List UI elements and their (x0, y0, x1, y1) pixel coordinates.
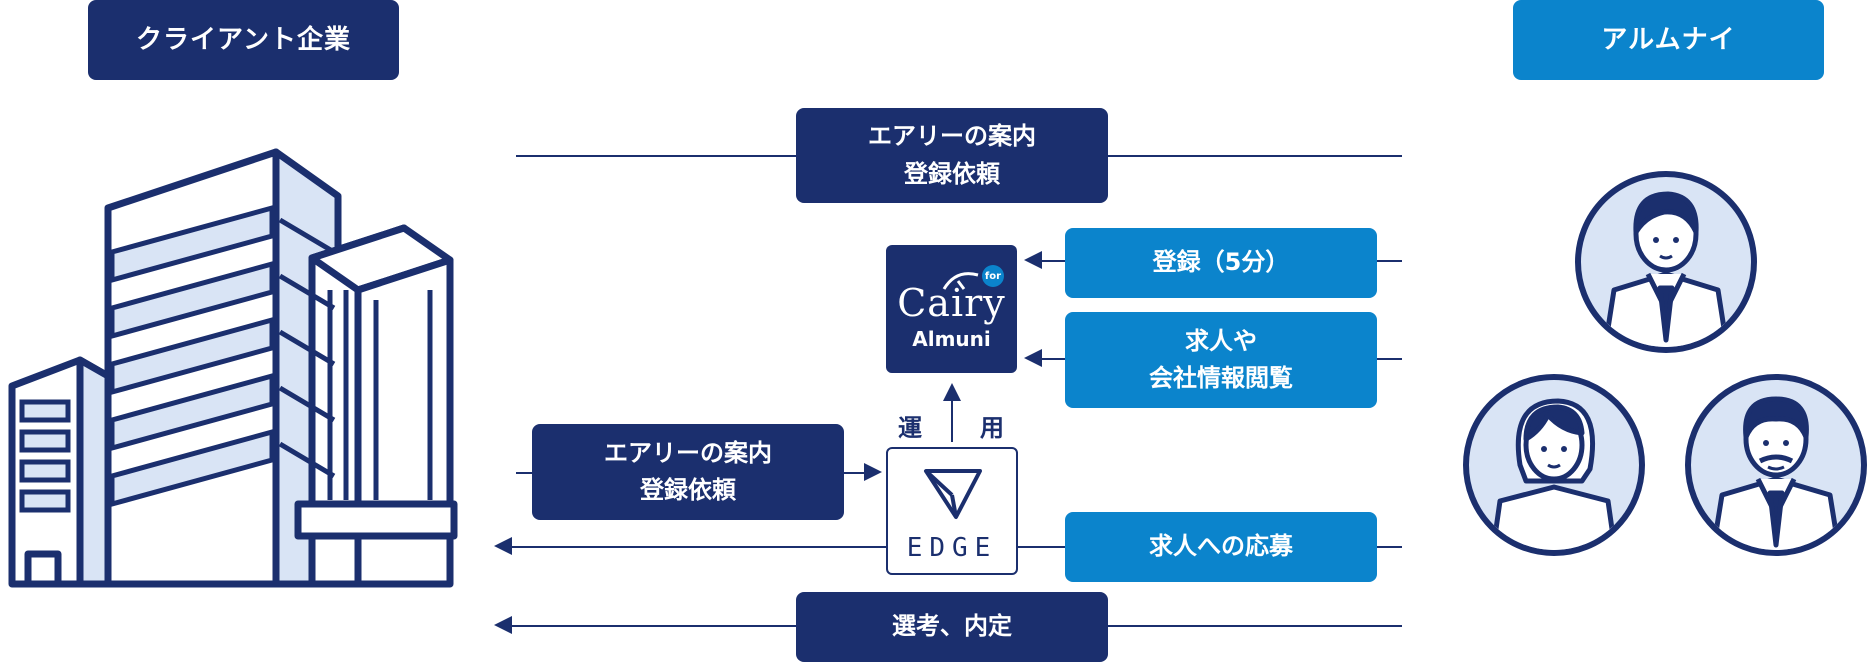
operate-arrow-head (943, 383, 961, 401)
edge-logo: EDGE (886, 447, 1018, 575)
browse-box: 求人や 会社情報閲覧 (1065, 312, 1377, 408)
cairy-wordmark: Cairy (897, 281, 1006, 325)
selection-arrow-head (494, 616, 512, 634)
invite-box-top: エアリーの案内 登録依頼 (796, 108, 1108, 203)
apply-line-left (510, 546, 888, 548)
edge-wordmark: EDGE (906, 533, 998, 563)
senior-male-avatar-icon (1685, 374, 1867, 556)
cairy-almuni-text: Almuni (912, 327, 991, 351)
cairy-for-text: for (984, 270, 1002, 282)
umbrella-icon (942, 272, 979, 290)
client-company-label: クライアント企業 (136, 24, 351, 55)
male-avatar-icon (1575, 171, 1757, 353)
browse-arrow-head (1024, 349, 1042, 367)
operate-label-right: 用 (980, 414, 1004, 442)
alumni-header: アルムナイ (1513, 0, 1824, 80)
invite-top-line2: 登録依頼 (904, 159, 1000, 188)
register-label: 登録（5分） (1152, 248, 1290, 277)
invite-box-mid: エアリーの案内 登録依頼 (532, 424, 844, 520)
apply-label: 求人への応募 (1149, 532, 1293, 561)
client-company-header: クライアント企業 (88, 0, 399, 80)
cairy-almuni-logo: Cairy for Almuni (886, 245, 1017, 373)
selection-box: 選考、内定 (796, 592, 1108, 662)
invite-mid-line1: エアリーの案内 (604, 438, 772, 467)
register-box: 登録（5分） (1065, 228, 1377, 298)
register-arrow-head (1024, 251, 1042, 269)
invite-mid-arrow-head (864, 463, 882, 481)
cairy-for-badge: for (982, 265, 1004, 287)
selection-label: 選考、内定 (892, 612, 1012, 641)
female-avatar-icon (1463, 374, 1645, 556)
browse-line2: 会社情報閲覧 (1149, 364, 1293, 392)
alumni-label: アルムナイ (1601, 24, 1736, 55)
invite-top-line1: エアリーの案内 (868, 122, 1036, 151)
operate-label-left: 運 (898, 414, 922, 442)
browse-line1: 求人や (1185, 326, 1257, 355)
paper-plane-icon (924, 469, 982, 519)
building-icon (8, 148, 458, 588)
apply-box: 求人への応募 (1065, 512, 1377, 582)
invite-mid-line2: 登録依頼 (640, 476, 736, 504)
operate-arrow-line (951, 398, 953, 442)
apply-arrow-head (494, 537, 512, 555)
